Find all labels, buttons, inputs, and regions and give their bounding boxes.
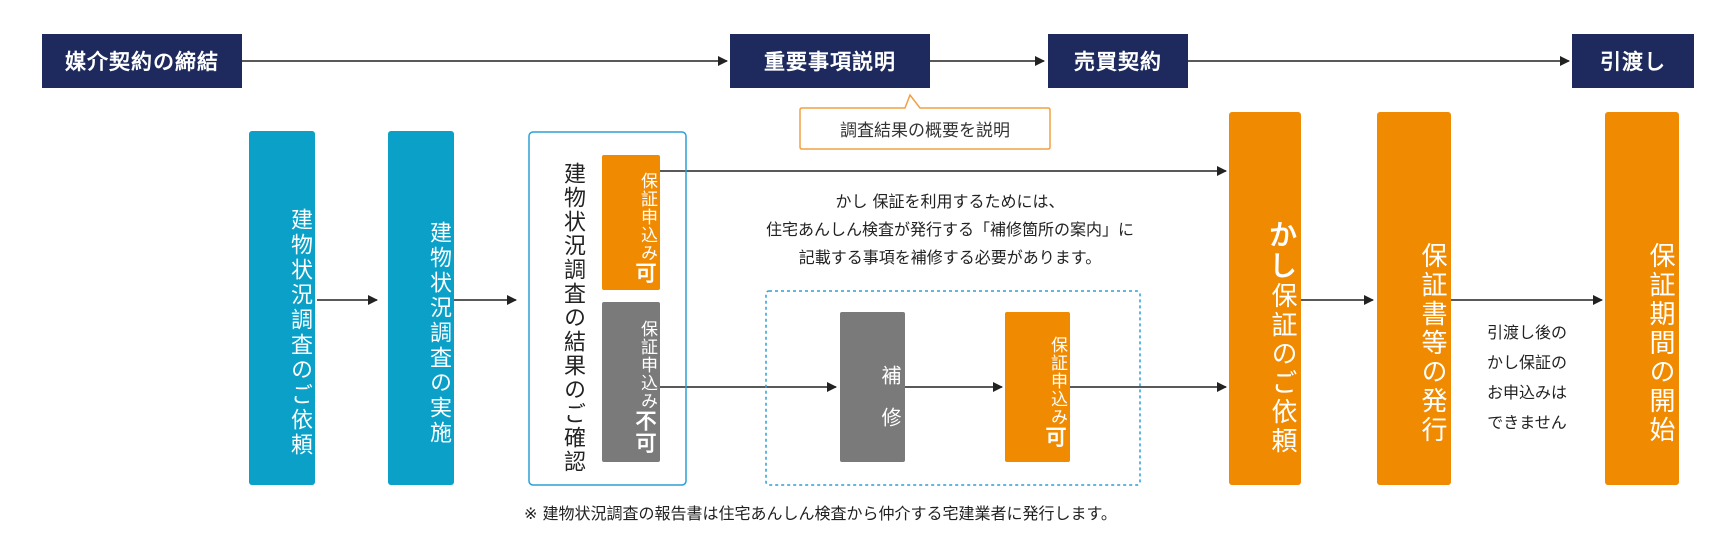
step-brokerage-contract: 媒介契約の締結 (42, 34, 242, 88)
apply-ng-label: 保証申込み (637, 320, 657, 410)
center-note-line-2: 住宅あんしん検査が発行する「補修箇所の案内」に (765, 220, 1134, 239)
apply-ok2-label: 保証申込み (1047, 336, 1067, 426)
box-warranty-request: かし保証のご依頼 (1229, 112, 1301, 485)
confirm-label: 建物状況調査の結果のご確認 (560, 162, 585, 474)
right-note-line-4: できません (1487, 413, 1567, 432)
step-handover: 引渡し (1572, 34, 1694, 88)
callout-text: 調査結果の概要を説明 (840, 121, 1010, 141)
right-note-line-2: かし保証の (1486, 353, 1567, 372)
box-warranty-period: 保証期間の開始 (1605, 112, 1679, 485)
repair-frame (765, 290, 1141, 486)
footnote: ※ 建物状況調査の報告書は住宅あんしん検査から仲介する宅建業者に発行します。 (524, 504, 1117, 523)
apply-ok-label: 保証申込み (637, 171, 657, 262)
repair-box: 補修 (840, 312, 905, 462)
warranty-request-emphasis: かし (1265, 219, 1298, 282)
apply-ok2-mark: 可 (1043, 426, 1067, 448)
apply-ok2-box: 保証申込み可 (1005, 312, 1070, 462)
box-inspection-implement: 建物状況調査の実施 (388, 131, 454, 485)
callout-box (799, 93, 1051, 150)
apply-ng-box: 保証申込み不可 (602, 302, 660, 462)
right-note: 引渡し後の かし保証の お申込みは できません (1452, 318, 1602, 438)
apply-ng-mark: 不可 (633, 410, 657, 454)
center-note-line-3: 記載する事項を補修する必要があります。 (798, 248, 1102, 267)
confirm-frame (528, 131, 687, 486)
box-certificate-issue: 保証書等の発行 (1377, 112, 1451, 485)
box-inspection-request: 建物状況調査のご依頼 (249, 131, 315, 485)
apply-ok-mark: 可 (633, 261, 657, 284)
warranty-request-text: 保証のご依頼 (1267, 281, 1297, 456)
right-note-line-1: 引渡し後の (1486, 323, 1567, 342)
step-sales-contract: 売買契約 (1048, 34, 1188, 88)
center-note-line-1: かし 保証を利用するためには、 (835, 192, 1065, 211)
right-note-line-3: お申込みは (1486, 383, 1567, 402)
center-note: かし 保証を利用するためには、 住宅あんしん検査が発行する「補修箇所の案内」に … (700, 188, 1200, 272)
step-important-matters: 重要事項説明 (730, 34, 930, 88)
apply-ok-box: 保証申込み可 (602, 155, 660, 290)
